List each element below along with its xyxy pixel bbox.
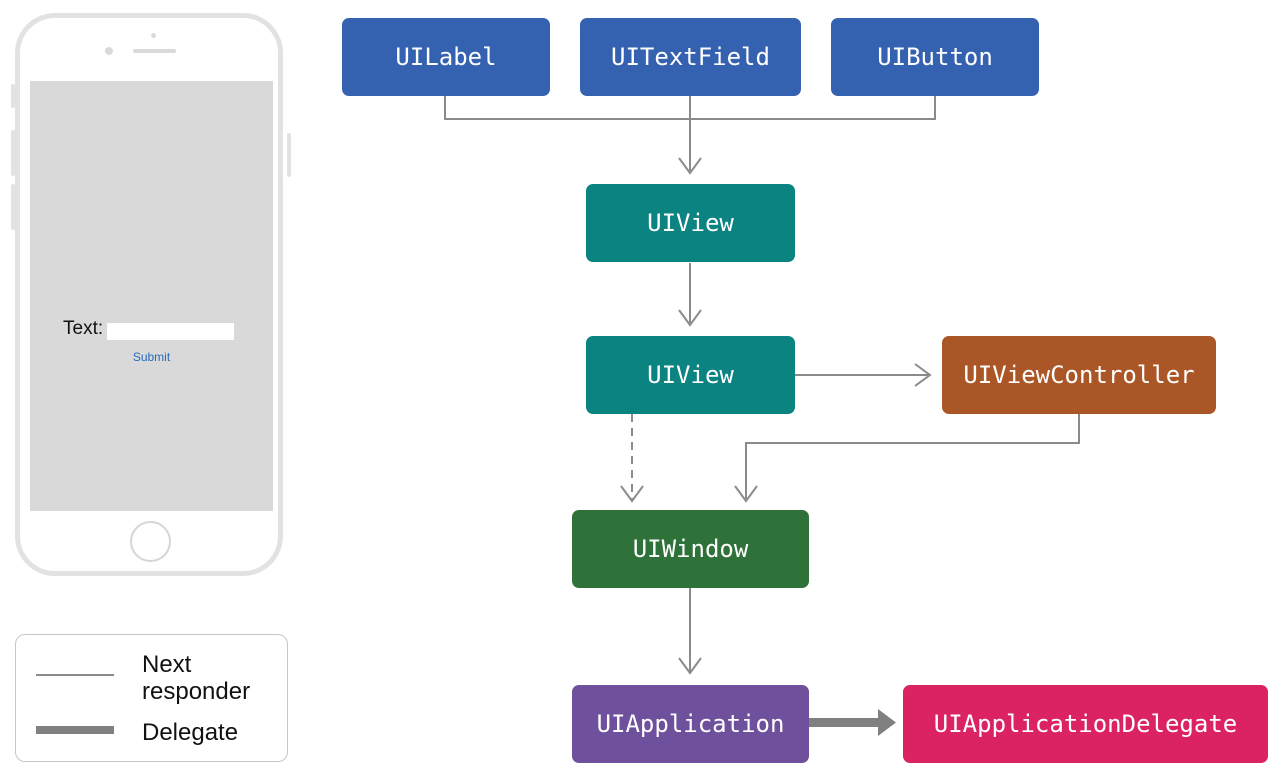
node-uiview-1: UIView — [586, 184, 795, 262]
node-uiviewcontroller: UIViewController — [942, 336, 1216, 414]
text-label: Text: — [63, 318, 104, 339]
delegate-arrow — [809, 709, 896, 736]
legend-delegate-label: Delegate — [142, 719, 239, 746]
arrowhead — [678, 309, 702, 327]
submit-button[interactable]: Submit — [132, 350, 171, 364]
node-uiapplication: UIApplication — [572, 685, 809, 763]
home-button[interactable] — [130, 521, 171, 562]
text-input-field[interactable] — [107, 323, 234, 340]
next-responder-line-sample — [36, 674, 114, 676]
legend-next-responder-label: Next responder — [142, 651, 251, 705]
node-uiapplicationdelegate: UIApplicationDelegate — [903, 685, 1268, 763]
phone-power-button — [287, 133, 291, 177]
phone-camera-icon — [105, 47, 113, 55]
phone-sensor — [151, 33, 156, 38]
delegate-line-sample — [36, 726, 114, 734]
phone-side-button — [11, 84, 15, 108]
node-uiview-2: UIView — [586, 336, 795, 414]
arrowhead — [734, 485, 758, 503]
arrowhead — [620, 485, 644, 503]
arrowhead — [914, 363, 932, 387]
node-uilabel: UILabel — [342, 18, 550, 96]
node-uibutton: UIButton — [831, 18, 1039, 96]
node-uitextfield: UITextField — [580, 18, 801, 96]
legend: Next responder Delegate — [15, 634, 288, 762]
connector-uiviewcontroller-to-uiwindow — [745, 414, 1080, 499]
phone-speaker — [133, 49, 176, 53]
arrowhead — [678, 157, 702, 175]
arrowhead — [678, 657, 702, 675]
phone-side-button — [11, 130, 15, 176]
phone-side-button — [11, 184, 15, 230]
phone-screen: Text: Submit — [30, 81, 273, 511]
node-uiwindow: UIWindow — [572, 510, 809, 588]
iphone-mockup: Text: Submit — [15, 13, 283, 576]
